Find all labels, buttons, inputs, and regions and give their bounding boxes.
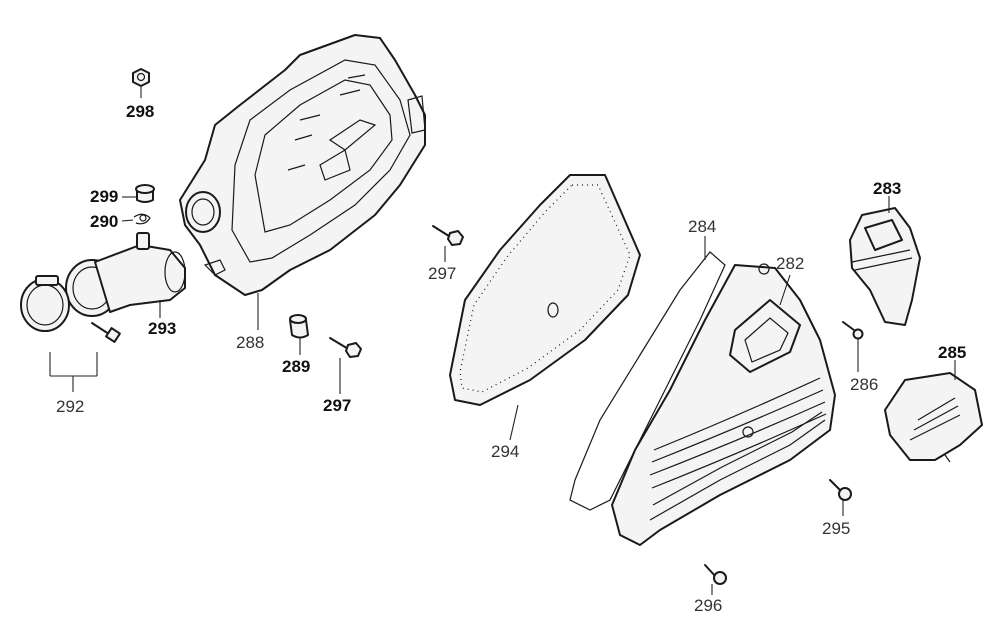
- callout-284: 284: [688, 217, 717, 236]
- callout-298: 298: [126, 102, 155, 121]
- bolt-297-left-drawing: [329, 337, 362, 394]
- callout-294: 294: [491, 442, 520, 461]
- callout-290: 290: [90, 212, 119, 231]
- filter-element-294-drawing: [449, 174, 641, 441]
- bolt-297-center-drawing: [432, 225, 464, 262]
- clip-290-drawing: [121, 213, 151, 225]
- collar-289-drawing: [289, 314, 309, 355]
- air-cleaner-case-288-drawing: [179, 34, 426, 330]
- breather-283-drawing: [849, 196, 921, 326]
- callout-296: 296: [694, 596, 723, 615]
- cap-299-drawing: [122, 184, 155, 203]
- connecting-tube-293-drawing: [65, 232, 186, 318]
- screw-296-drawing: [704, 564, 727, 595]
- callout-295: 295: [822, 519, 851, 538]
- clamp-292-drawing: [20, 275, 121, 392]
- callout-285: 285: [938, 343, 967, 362]
- callout-283: 283: [873, 179, 902, 198]
- nut-298-drawing: [132, 68, 150, 98]
- callout-282: 282: [776, 254, 805, 273]
- screw-286-drawing: [842, 321, 864, 372]
- callout-292: 292: [56, 397, 85, 416]
- gasket-284-drawing: [569, 236, 726, 511]
- screw-295-drawing: [829, 479, 852, 516]
- callout-288: 288: [236, 333, 265, 352]
- callout-299: 299: [90, 187, 119, 206]
- callout-286: 286: [850, 375, 879, 394]
- callout-289: 289: [282, 357, 311, 376]
- callout-297-left: 297: [323, 396, 352, 415]
- breather-cover-285-drawing: [884, 360, 983, 463]
- cover-282-drawing: [611, 263, 836, 546]
- callout-293: 293: [148, 319, 177, 338]
- callout-297-center: 297: [428, 264, 457, 283]
